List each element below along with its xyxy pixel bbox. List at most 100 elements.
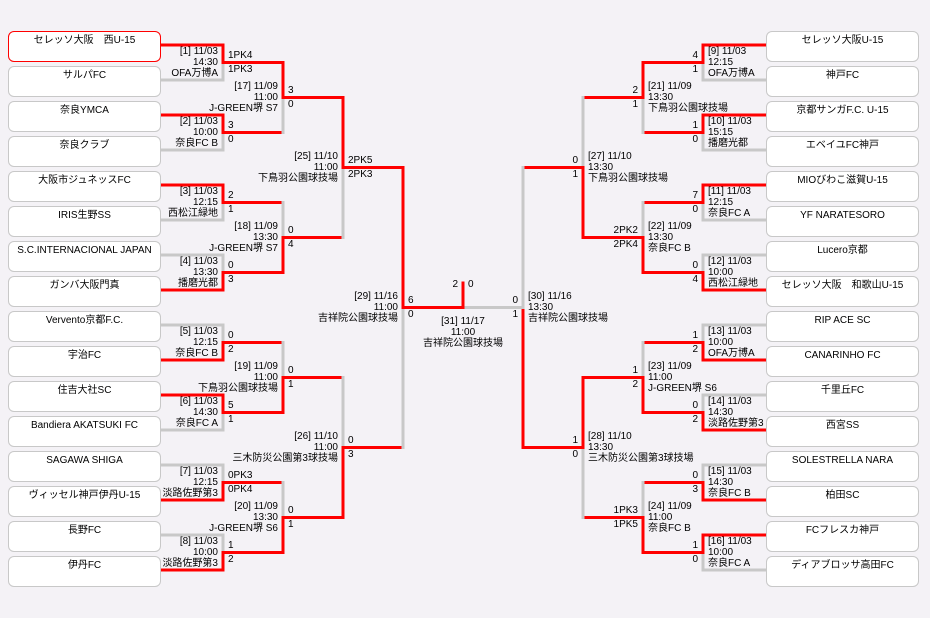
team-box[interactable]: 大阪市ジュネッスFC <box>8 171 161 202</box>
match-score: 0 <box>512 294 518 306</box>
match-venue: 奈良FC B <box>648 522 691 534</box>
team-box[interactable]: Bandiera AKATSUKI FC <box>8 416 161 447</box>
match-time: 12:15 <box>192 196 218 208</box>
match-score: 2 <box>228 553 234 565</box>
match-score: 1PK3 <box>228 63 253 75</box>
team-box[interactable]: SOLESTRELLA NARA <box>766 451 919 482</box>
match-time: 12:15 <box>708 56 734 68</box>
team-box[interactable]: 西宮SS <box>766 416 919 447</box>
match-venue: 淡路佐野第3 <box>162 557 218 569</box>
team-box[interactable]: 京都サンガF.C. U-15 <box>766 101 919 132</box>
team-box[interactable]: IRIS生野SS <box>8 206 161 237</box>
team-box[interactable]: サルパFC <box>8 66 161 97</box>
team-box[interactable]: 神戸FC <box>766 66 919 97</box>
match-score: 1 <box>288 378 294 390</box>
match-label: [5] 11/03 <box>179 325 218 337</box>
match-score: 3 <box>228 119 234 131</box>
team-box[interactable]: 千里丘FC <box>766 381 919 412</box>
match-venue: 淡路佐野第3 <box>708 417 764 429</box>
match-time: 13:30 <box>252 231 278 243</box>
match-score: 5 <box>228 399 234 411</box>
match-label: [4] 11/03 <box>179 255 218 267</box>
final-time: 11:00 <box>450 327 476 338</box>
team-box[interactable]: ガンバ大阪門真 <box>8 276 161 307</box>
team-box[interactable]: RIP ACE SC <box>766 311 919 342</box>
match-score: 2PK5 <box>348 154 373 166</box>
match-venue: 播磨光都 <box>708 137 748 149</box>
team-box[interactable]: セレッソ大阪 西U-15 <box>8 31 161 62</box>
match-score: 2 <box>228 189 234 201</box>
match-label: [7] 11/03 <box>179 465 218 477</box>
match-score: 2 <box>692 343 698 355</box>
match-label: [12] 11/03 <box>708 255 752 267</box>
match-score: 0 <box>572 448 578 460</box>
final-score-left: 2 <box>452 279 458 290</box>
team-box[interactable]: Vervento京都F.C. <box>8 311 161 342</box>
match-score: 1 <box>228 539 234 551</box>
team-box[interactable]: セレッソ大阪 和歌山U-15 <box>766 276 919 307</box>
match-venue: J-GREEN堺 S7 <box>209 102 278 114</box>
match-time: 11:00 <box>253 91 278 103</box>
match-score: 0 <box>228 259 234 271</box>
match-score: 1 <box>632 98 638 110</box>
match-time: 13:30 <box>192 266 218 278</box>
final-score-right: 0 <box>468 279 474 290</box>
team-box[interactable]: 宇治FC <box>8 346 161 377</box>
team-box[interactable]: ディアブロッサ高田FC <box>766 556 919 587</box>
team-box[interactable]: 柏田SC <box>766 486 919 517</box>
match-score: 0PK4 <box>228 483 253 495</box>
match-score: 6 <box>408 294 414 306</box>
team-box[interactable]: エベイユFC神戸 <box>766 136 919 167</box>
match-time: 13:30 <box>528 301 554 313</box>
team-box[interactable]: セレッソ大阪U-15 <box>766 31 919 62</box>
team-box[interactable]: Lucero京都 <box>766 241 919 272</box>
match-time: 14:30 <box>708 406 734 418</box>
team-box[interactable]: 長野FC <box>8 521 161 552</box>
match-score: 0 <box>692 133 698 145</box>
team-box[interactable]: S.C.INTERNACIONAL JAPAN <box>8 241 161 272</box>
match-label: [14] 11/03 <box>708 395 752 407</box>
match-label: [3] 11/03 <box>179 185 218 197</box>
match-score: 0 <box>288 224 294 236</box>
match-label: [27] 11/10 <box>588 150 632 162</box>
team-box[interactable]: SAGAWA SHIGA <box>8 451 161 482</box>
team-box[interactable]: YF NARATESORO <box>766 206 919 237</box>
match-venue: J-GREEN堺 S7 <box>209 242 278 254</box>
match-score: 0 <box>692 553 698 565</box>
team-box[interactable]: 奈良クラブ <box>8 136 161 167</box>
match-venue: 下鳥羽公園球技場 <box>648 102 728 114</box>
match-score: 4 <box>692 49 698 61</box>
match-time: 13:30 <box>648 91 674 103</box>
team-box[interactable]: MIOびわこ滋賀U-15 <box>766 171 919 202</box>
match-time: 12:15 <box>192 336 218 348</box>
match-venue: 奈良FC A <box>708 207 751 219</box>
match-venue: 下鳥羽公園球技場 <box>198 382 278 394</box>
team-box[interactable]: CANARINHO FC <box>766 346 919 377</box>
match-venue: OFA万博A <box>708 347 755 359</box>
team-box[interactable]: FCフレスカ神戸 <box>766 521 919 552</box>
team-box[interactable]: 奈良YMCA <box>8 101 161 132</box>
team-box[interactable]: 住吉大社SC <box>8 381 161 412</box>
match-score: 7 <box>692 189 698 201</box>
match-score: 0 <box>692 259 698 271</box>
team-box[interactable]: 伊丹FC <box>8 556 161 587</box>
match-score: 2 <box>228 343 234 355</box>
match-score: 0 <box>692 203 698 215</box>
match-score: 0 <box>288 504 294 516</box>
final-venue: 吉祥院公園球技場 <box>423 338 503 349</box>
match-label: [29] 11/16 <box>354 290 398 302</box>
team-box[interactable]: ヴィッセル神戸伊丹U-15 <box>8 486 161 517</box>
match-label: [21] 11/09 <box>648 80 692 92</box>
match-venue: 奈良FC A <box>708 557 751 569</box>
